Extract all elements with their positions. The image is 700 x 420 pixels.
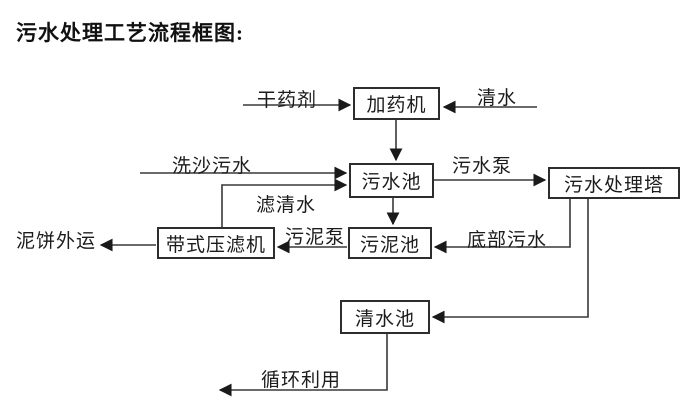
edge-label-mud-cake-out: 泥饼外运 <box>16 231 97 252</box>
edge-label-clean-water: 清水 <box>477 88 518 109</box>
arrow-treatment-tower-to-clean-water-pool <box>431 199 589 324</box>
arrow-bottom-sewage-to-sludge-pool <box>433 199 571 254</box>
node-belt-filter-press-label: 带式压滤机 <box>165 234 266 256</box>
edge-label-sludge-pump: 污泥泵 <box>285 227 346 248</box>
arrow-recycling-out <box>218 334 388 397</box>
arrow-filtered-water-to-sewage-pool <box>221 178 348 227</box>
edge-label-filtered-water: 滤清水 <box>256 195 317 216</box>
node-clean-water-pool-label: 清水池 <box>354 308 415 330</box>
node-treatment-tower: 污水处理塔 <box>548 167 680 199</box>
edge-label-recycling: 循环利用 <box>261 370 342 391</box>
node-clean-water-pool: 清水池 <box>340 300 430 334</box>
node-sewage-pool: 污水池 <box>349 163 434 198</box>
edge-label-sewage-pump: 污水泵 <box>452 156 513 177</box>
node-sludge-pool: 污泥池 <box>348 227 432 259</box>
node-dosing-machine: 加药机 <box>353 87 440 120</box>
edge-label-dry-chemical: 干药剂 <box>257 90 318 111</box>
node-treatment-tower-label: 污水处理塔 <box>563 174 664 196</box>
node-sewage-pool-label: 污水池 <box>361 172 422 193</box>
node-belt-filter-press: 带式压滤机 <box>157 227 275 259</box>
diagram-title: 污水处理工艺流程框图: <box>16 21 244 45</box>
edge-label-sand-washing-sewage: 洗沙污水 <box>172 156 253 177</box>
edge-label-bottom-sewage: 底部污水 <box>467 230 548 251</box>
node-sludge-pool-label: 污泥池 <box>359 234 420 256</box>
node-dosing-machine-label: 加药机 <box>366 95 427 116</box>
